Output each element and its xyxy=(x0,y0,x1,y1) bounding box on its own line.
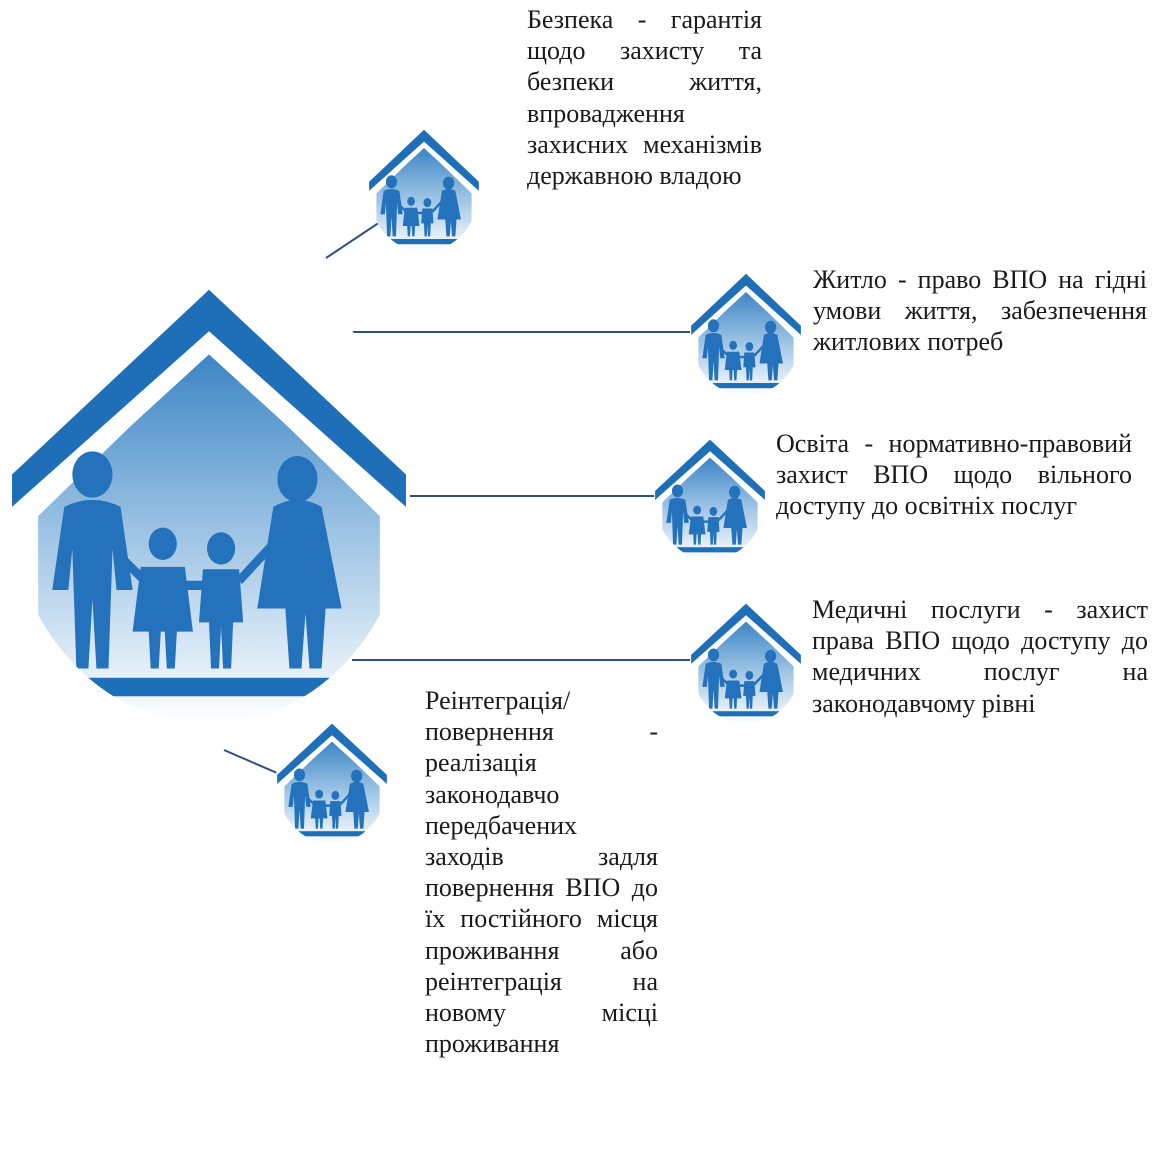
reintegration-house-family-icon xyxy=(276,716,388,844)
connector-reintegration xyxy=(223,749,285,777)
medical-house-family-icon xyxy=(690,596,802,724)
osvita-house-family-icon xyxy=(654,432,766,560)
label-reintegration: Реінтеграція/ повернення - реалізація за… xyxy=(425,686,658,1059)
label-bezpeka: Безпека - гарантія щодо захисту та безпе… xyxy=(527,5,762,191)
bezpeka-house-family-icon xyxy=(368,122,480,252)
zhytlo-house-family-icon xyxy=(690,266,802,396)
label-medical: Медичні послуги - захист права ВПО щодо … xyxy=(812,595,1148,718)
connector-bezpeka xyxy=(325,221,381,259)
label-zhytlo: Житло - право ВПО на гідні умови життя, … xyxy=(813,265,1147,357)
label-osvita: Освіта - нормативно-правовий захист ВПО … xyxy=(776,429,1132,521)
central-house-family-icon xyxy=(8,262,410,724)
